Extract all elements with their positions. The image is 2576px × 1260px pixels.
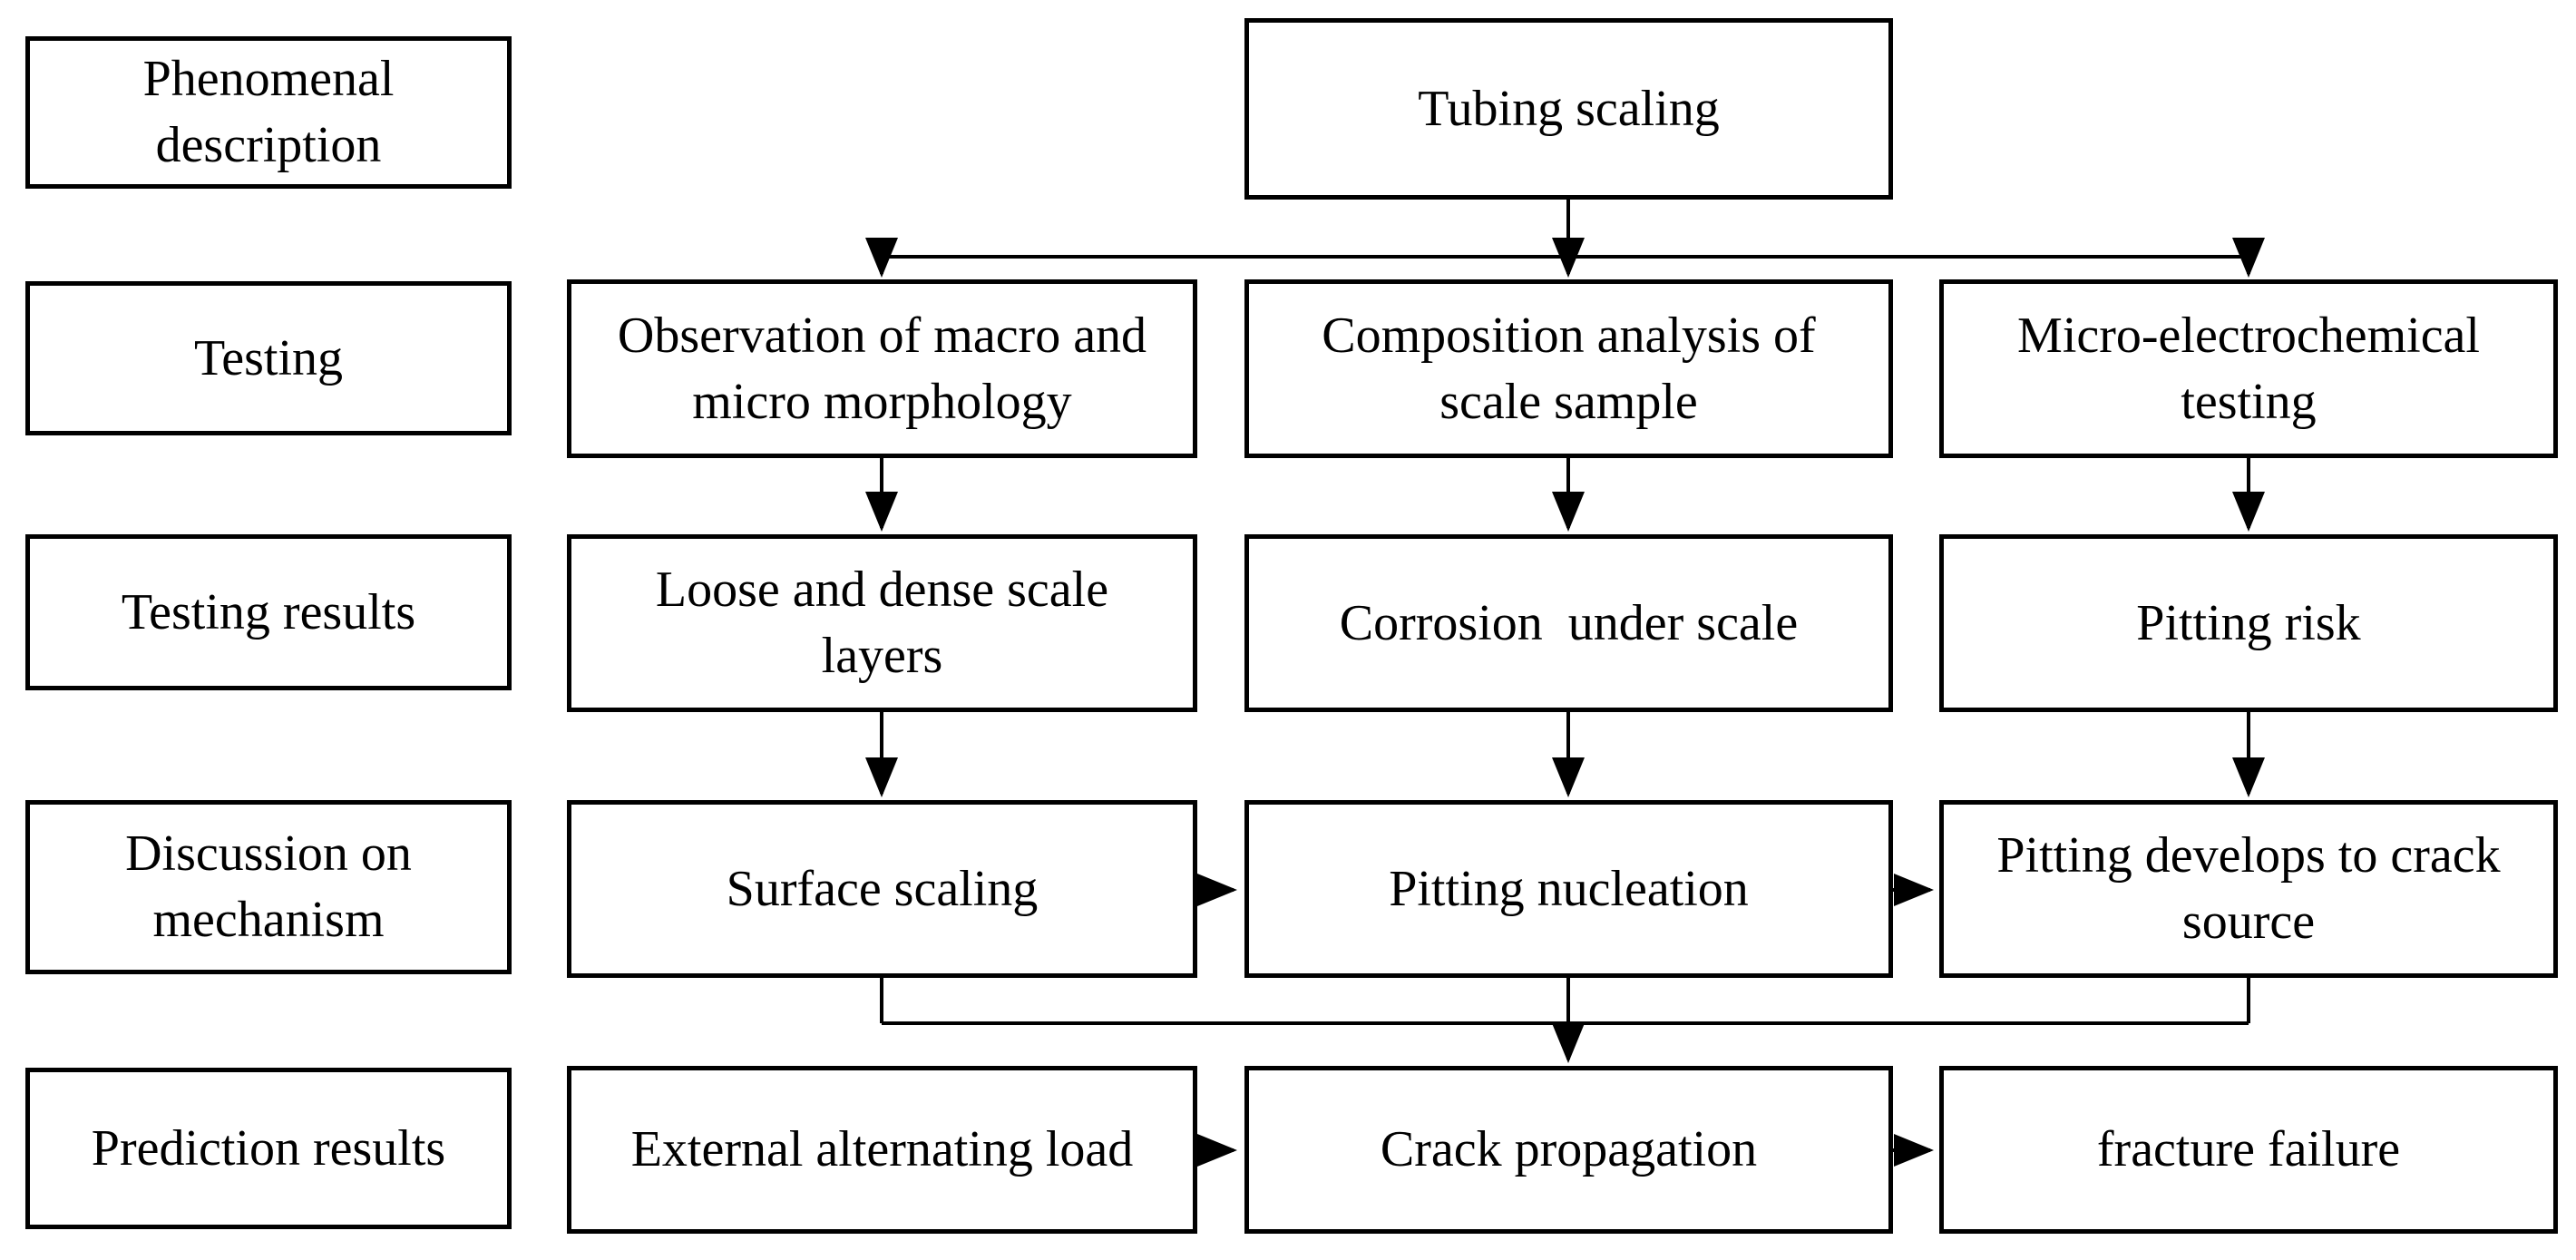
node-text: Micro-electrochemical testing: [2017, 307, 2493, 430]
node-observation-of-morphology: Observation of macro and micro morpholog…: [567, 279, 1197, 458]
node-micro-electrochemical-testing: Micro-electrochemical testing: [1939, 279, 2558, 458]
node-text: Pitting risk: [2136, 594, 2361, 651]
node-text: Corrosion under scale: [1339, 594, 1799, 651]
row-label-prediction-results: Prediction results: [25, 1068, 512, 1229]
node-text: Loose and dense scale layers: [655, 562, 1122, 684]
node-pitting-nucleation: Pitting nucleation: [1244, 800, 1893, 978]
node-external-alternating-load: External alternating load: [567, 1066, 1197, 1234]
node-text: Tubing scaling: [1418, 80, 1720, 137]
row-label-testing-results: Testing results: [25, 534, 512, 690]
node-pitting-develops-to-crack-source: Pitting develops to crack source: [1939, 800, 2558, 978]
node-pitting-risk: Pitting risk: [1939, 534, 2558, 712]
node-loose-dense-scale-layers: Loose and dense scale layers: [567, 534, 1197, 712]
node-text: Surface scaling: [726, 860, 1039, 917]
row-label-text: Discussion on mechanism: [125, 825, 424, 948]
row-label-phenomenal-description: Phenomenal description: [25, 36, 512, 189]
node-corrosion-under-scale: Corrosion under scale: [1244, 534, 1893, 712]
node-composition-analysis: Composition analysis of scale sample: [1244, 279, 1893, 458]
node-text: External alternating load: [630, 1121, 1134, 1178]
row-label-text: Phenomenal description: [142, 51, 407, 173]
row-label-testing: Testing: [25, 281, 512, 435]
row-label-text: Testing results: [121, 583, 416, 640]
node-fracture-failure: fracture failure: [1939, 1066, 2558, 1234]
node-text: Composition analysis of scale sample: [1322, 307, 1829, 430]
node-surface-scaling: Surface scaling: [567, 800, 1197, 978]
node-text: Pitting develops to crack source: [1996, 827, 2513, 950]
node-text: Crack propagation: [1380, 1121, 1758, 1178]
node-text: Observation of macro and micro morpholog…: [617, 307, 1160, 430]
row-label-text: Prediction results: [91, 1119, 446, 1177]
row-label-discussion-on-mechanism: Discussion on mechanism: [25, 800, 512, 974]
node-crack-propagation: Crack propagation: [1244, 1066, 1893, 1234]
node-tubing-scaling: Tubing scaling: [1244, 18, 1893, 200]
row-label-text: Testing: [193, 329, 344, 386]
node-text: Pitting nucleation: [1389, 860, 1749, 917]
node-text: fracture failure: [2096, 1121, 2401, 1178]
